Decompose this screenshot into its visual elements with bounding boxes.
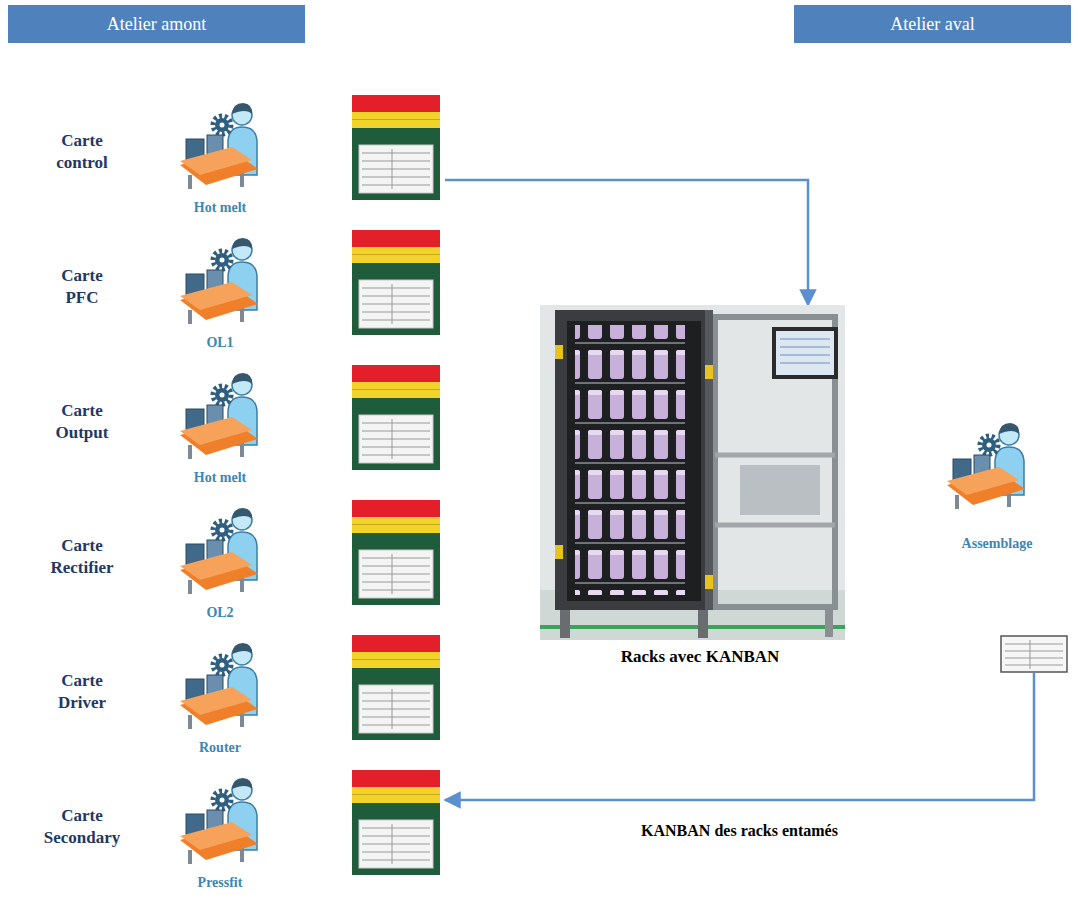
workstation-node: Carte PFC OL1 xyxy=(40,225,445,352)
operator-icon xyxy=(180,238,258,324)
banner-title: Atelier amont xyxy=(107,14,206,35)
operator-icon xyxy=(937,415,1037,510)
kanban-board xyxy=(352,230,440,335)
kanban-board xyxy=(352,500,440,605)
operator-icon xyxy=(180,778,258,864)
station-label: Router xyxy=(199,740,241,756)
kanban-board xyxy=(352,365,440,470)
operator-icon xyxy=(180,365,260,460)
operator-icon xyxy=(180,508,258,594)
operator-icon xyxy=(180,95,260,190)
operator-icon xyxy=(180,500,260,595)
operator-icon xyxy=(180,770,260,865)
kanban-card xyxy=(1001,636,1067,672)
station-label: OL1 xyxy=(206,335,233,351)
operator-icon xyxy=(180,373,258,459)
station-label: Hot melt xyxy=(194,470,246,486)
edge-label: KANBAN des racks entamés xyxy=(638,822,841,840)
station-label: Assemblage xyxy=(962,536,1033,552)
flow-arrow xyxy=(445,673,1034,800)
rack-caption: Racks avec KANBAN xyxy=(621,647,780,667)
operator-icon xyxy=(180,230,260,325)
kanban-card xyxy=(1000,635,1068,673)
flow-arrow xyxy=(445,180,808,305)
operator-icon xyxy=(180,635,260,730)
assembly-node: Assemblage xyxy=(922,410,1072,673)
kanban-board xyxy=(352,635,440,740)
card-name: Carte Secondary xyxy=(44,805,121,849)
workstation-node: Carte DriverRouter xyxy=(40,630,445,757)
workstation-node: Carte OutputHot melt xyxy=(40,360,445,487)
station-label: Pressfit xyxy=(198,875,243,891)
kanban-board xyxy=(352,365,440,470)
workstation-node: Carte RectifierOL2 xyxy=(40,495,445,622)
operator-icon xyxy=(180,643,258,729)
kanban-board xyxy=(352,770,440,875)
rack-node: Racks avec KANBAN xyxy=(540,305,845,669)
card-name: Carte Rectifier xyxy=(50,535,113,579)
card-name: Carte Output xyxy=(56,400,109,444)
station-label: Hot melt xyxy=(194,200,246,216)
rack-photo xyxy=(540,305,845,640)
station-label: OL2 xyxy=(206,605,233,621)
kanban-board xyxy=(352,230,440,335)
kanban-board xyxy=(352,95,440,200)
kanban-board xyxy=(352,95,440,200)
card-name: Carte PFC xyxy=(61,265,103,309)
workshop-banner: Atelier amont xyxy=(8,5,305,43)
operator-icon xyxy=(180,103,258,189)
workstation-node: Carte SecondaryPressfit xyxy=(40,765,445,892)
workstation-node: Carte controlHot melt xyxy=(40,90,445,217)
rack-photo xyxy=(540,305,845,640)
operator-icon xyxy=(947,423,1025,509)
banner-title: Atelier aval xyxy=(890,14,974,35)
workshop-banner: Atelier aval xyxy=(794,5,1071,43)
kanban-board xyxy=(352,635,440,740)
kanban-board xyxy=(352,770,440,875)
kanban-board xyxy=(352,500,440,605)
card-name: Carte Driver xyxy=(58,670,106,714)
card-name: Carte control xyxy=(56,130,108,174)
